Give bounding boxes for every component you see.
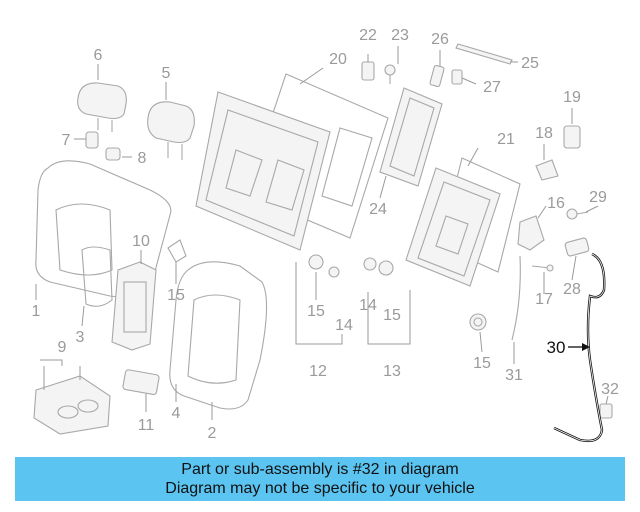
part-27-strip [455,43,513,65]
callout-14a: 14 [335,317,353,334]
callout-17: 15 [167,287,185,304]
callout-15b: 15 [383,307,401,324]
callout-19: 17 [535,291,553,308]
part-14-nut-left [328,266,340,278]
callout-9: 9 [58,339,67,356]
part-7-guide [85,131,99,149]
callout-26: 24 [369,201,387,218]
callout-25: 23 [391,27,409,44]
callout-31: 29 [589,189,607,206]
part-2-cushion [169,261,268,410]
callout-4: 4 [172,405,181,422]
part-11-trim [122,369,160,396]
part-26-frame [379,87,443,187]
callout-15a: 15 [307,303,325,320]
callout-24: 22 [359,27,377,44]
part-6-headrest [77,82,127,132]
part-18-latch [517,215,545,251]
callout-23: 21 [497,131,515,148]
part-28-bracket [429,64,445,88]
part-19-bolt [531,264,554,272]
info-banner: Part or sub-assembly is #32 in diagram D… [15,457,625,501]
callout-5: 5 [162,65,171,82]
part-29-clip [451,69,463,85]
part-17-clip [167,239,187,263]
callout-32: 30 [547,338,566,357]
part-34-trim [599,403,613,419]
callout-29: 27 [483,79,501,96]
part-20-latch-cover [535,159,559,181]
callout-34: 32 [601,381,619,398]
callout-18: 16 [547,195,565,212]
callout-13: 13 [383,363,401,380]
leader-lines [35,46,609,420]
part-24-bracket [361,61,375,81]
callout-27: 25 [521,55,539,72]
seat-frame-left [195,91,331,251]
callout-1: 1 [32,303,41,320]
part-21-handle [563,125,581,149]
callout-16: 15 [473,355,491,372]
callout-30: 28 [563,281,581,298]
callout-3: 3 [76,329,85,346]
callout-8: 8 [138,150,147,167]
part-25-bolt [384,64,396,84]
callout-10: 10 [132,233,150,250]
parts-diagram: 6 5 7 8 1 3 10 9 11 4 2 15 20 15 14 12 1… [32,27,619,443]
callout-11: 11 [138,417,155,434]
part-33-cable [511,255,521,341]
callout-22: 20 [329,51,347,68]
part-14-nut-right [363,257,377,271]
callout-labels: 6 5 7 8 1 3 10 9 11 4 2 15 20 15 14 12 1… [32,27,619,442]
part-3-bolster [81,246,113,307]
callout-7: 7 [62,132,71,149]
part-15-bolt-right [378,260,394,276]
seat-frame-right [405,167,501,287]
banner-line-2: Diagram may not be specific to your vehi… [165,480,475,497]
part-5-headrest [147,101,195,160]
callout-2: 2 [208,425,217,442]
part-31-bolt [566,208,589,220]
part-10-armrest [111,261,157,351]
part-30-release [564,237,590,257]
part-16-grommet [469,313,487,331]
callout-6: 6 [94,47,103,64]
callout-12: 12 [309,363,327,380]
part-9-cupholder [33,375,111,435]
callout-33: 31 [505,367,523,384]
callout-20: 18 [535,125,553,142]
callout-28: 26 [431,31,449,48]
part-15-bolt-left [308,254,324,270]
banner-line-1: Part or sub-assembly is #32 in diagram [181,461,459,478]
part-8-guide [105,147,121,161]
callout-21: 19 [563,89,581,106]
part-32-cable [553,252,606,443]
callout-14b: 14 [359,297,377,314]
